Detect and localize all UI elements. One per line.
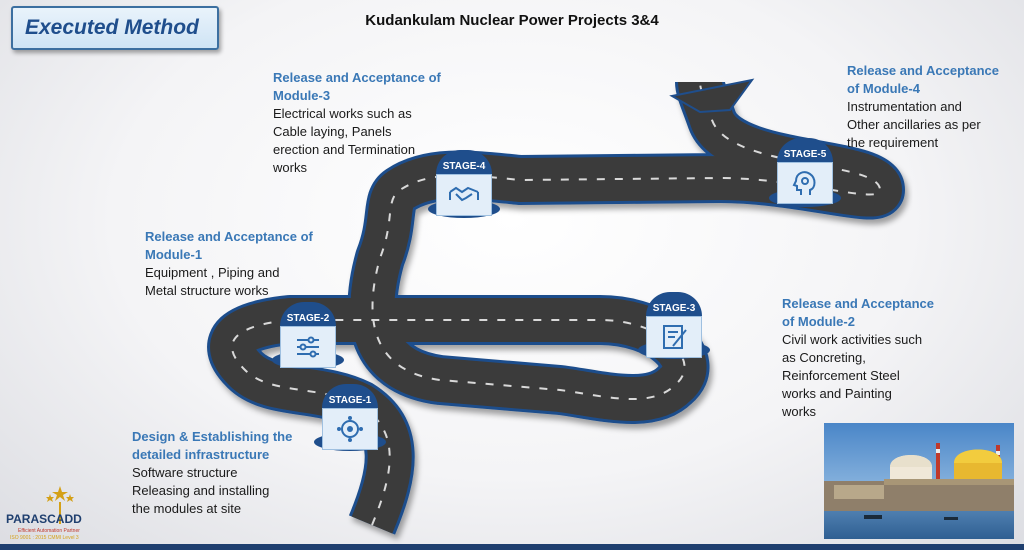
stage-3-marker: STAGE-3 — [646, 292, 702, 358]
stage-3-heading-line1: Release and Acceptance — [782, 296, 934, 311]
logo-text: PARASCADD — [6, 512, 82, 526]
stage-3-heading-line2: of Module-2 — [782, 314, 855, 329]
stage-3-text-line1: Civil work activities such — [782, 332, 923, 347]
stage-3-text-line2: as Concreting, — [782, 350, 866, 365]
stage-1-text-line2: Releasing and installing — [132, 483, 270, 498]
stage-5-heading-line1: Release and Acceptance — [847, 63, 999, 78]
sliders-icon — [280, 326, 336, 368]
stage-4-text-line3: erection and Termination — [273, 142, 416, 157]
page-title: Kudankulam Nuclear Power Projects 3&4 — [365, 12, 659, 29]
stage-2-heading-line1: Release and Acceptance of — [145, 229, 313, 244]
section-badge-label: Executed Method — [25, 16, 199, 39]
stage-4-text-line2: Cable laying, Panels — [273, 124, 392, 139]
stage-4-text-line1: Electrical works such as — [273, 106, 412, 121]
stage-5-text-line3: the requirement — [847, 135, 939, 150]
blueprint-pencil-icon — [646, 316, 702, 358]
stage-5-note: Release and Acceptance of Module-4 Instr… — [847, 62, 999, 152]
stage-4-heading-line2: Module-3 — [273, 88, 331, 103]
stage-2-text-line2: Metal structure works — [145, 283, 269, 298]
stage-2-marker: STAGE-2 — [280, 302, 336, 368]
stage-2-heading-line2: Module-1 — [145, 247, 203, 262]
stage-2-text-line1: Equipment , Piping and — [145, 265, 280, 280]
stage-5-marker: STAGE-5 — [777, 138, 833, 204]
stage-4-marker: STAGE-4 — [436, 150, 492, 216]
logo-tagline: Efficient Automation Partner — [18, 528, 80, 534]
stage-1-note: Design & Establishing the detailed infra… — [132, 428, 292, 518]
footer-bar — [0, 544, 1024, 550]
section-badge: Executed Method — [11, 6, 219, 50]
stage-4-text-line4: works — [273, 160, 307, 175]
stage-1-heading-line1: Design & Establishing the — [132, 429, 293, 444]
stage-1-text-line3: the modules at site — [132, 501, 242, 516]
stage-1-heading-line2: detailed infrastructure — [132, 447, 270, 462]
stage-4-label: STAGE-4 — [436, 150, 492, 174]
road-arrowhead — [669, 78, 755, 114]
stage-5-text-line1: Instrumentation and — [847, 99, 962, 114]
stage-3-note: Release and Acceptance of Module-2 Civil… — [782, 295, 934, 421]
stage-1-marker: STAGE-1 — [322, 384, 378, 450]
stage-5-label: STAGE-5 — [777, 138, 833, 162]
stage-2-note: Release and Acceptance of Module-1 Equip… — [145, 228, 313, 300]
stage-4-heading-line1: Release and Acceptance of — [273, 70, 441, 85]
stage-3-label: STAGE-3 — [646, 292, 702, 316]
nuclear-plant-photo — [824, 423, 1014, 539]
logo-certs: ISO 9001 : 2015 CMMI Level 3 — [10, 535, 79, 541]
stage-3-text-line3: Reinforcement Steel — [782, 368, 900, 383]
stage-2-label: STAGE-2 — [280, 302, 336, 326]
stage-1-label: STAGE-1 — [322, 384, 378, 408]
settings-network-icon — [322, 408, 378, 450]
head-gear-icon — [777, 162, 833, 204]
stage-3-text-line4: works and Painting — [782, 386, 892, 401]
stage-5-text-line2: Other ancillaries as per — [847, 117, 981, 132]
stage-5-heading-line2: of Module-4 — [847, 81, 920, 96]
company-logo: PARASCADD Efficient Automation Partner I… — [2, 480, 117, 542]
stage-3-text-line5: works — [782, 404, 816, 419]
handshake-icon — [436, 174, 492, 216]
stage-1-text-line1: Software structure — [132, 465, 238, 480]
stage-4-note: Release and Acceptance of Module-3 Elect… — [273, 69, 441, 177]
